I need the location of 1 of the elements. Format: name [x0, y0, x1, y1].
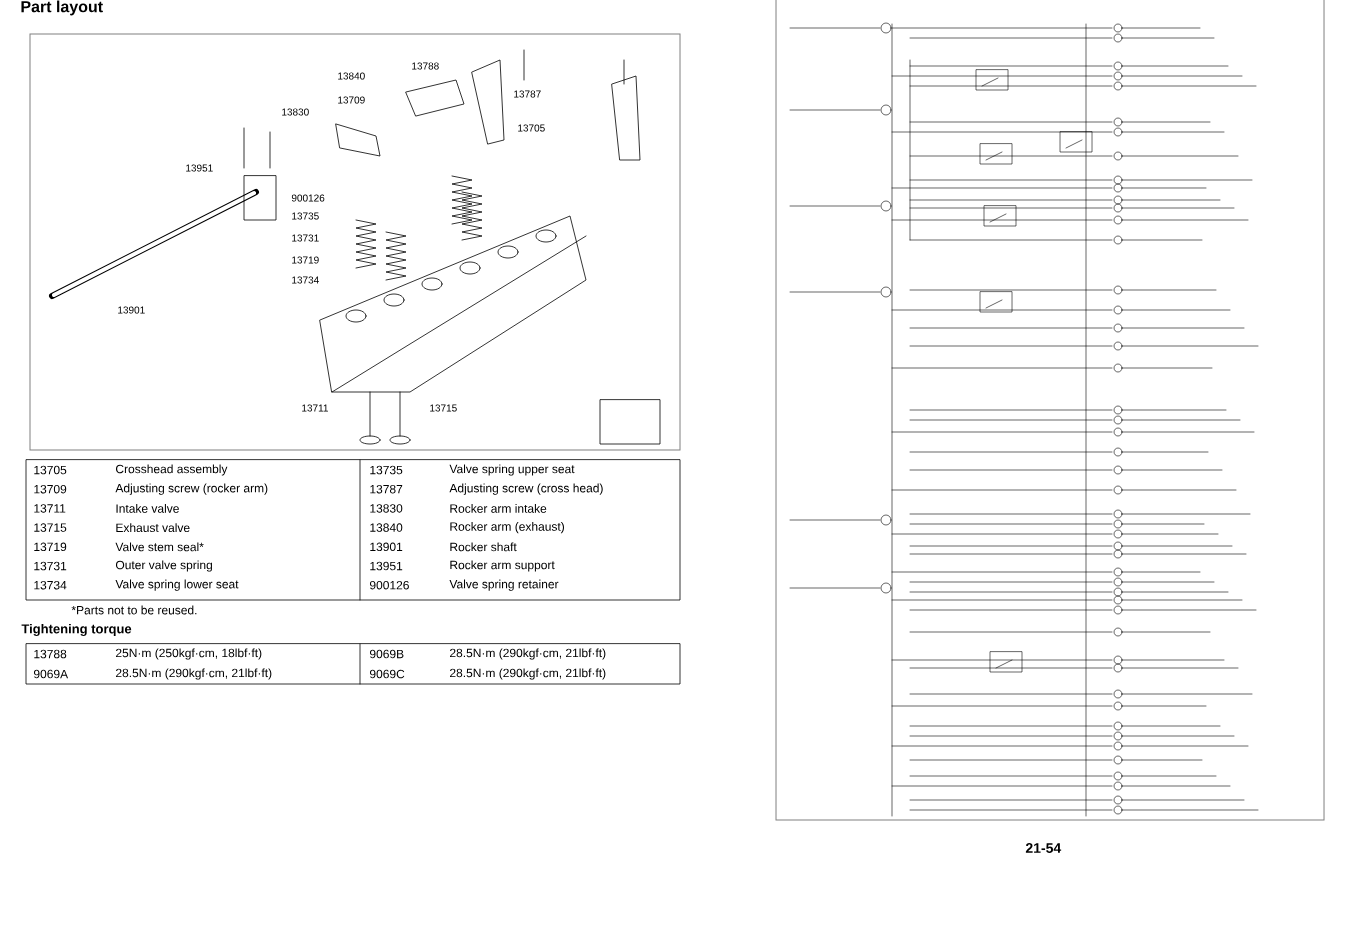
page-title: Part layout: [21, 0, 103, 16]
